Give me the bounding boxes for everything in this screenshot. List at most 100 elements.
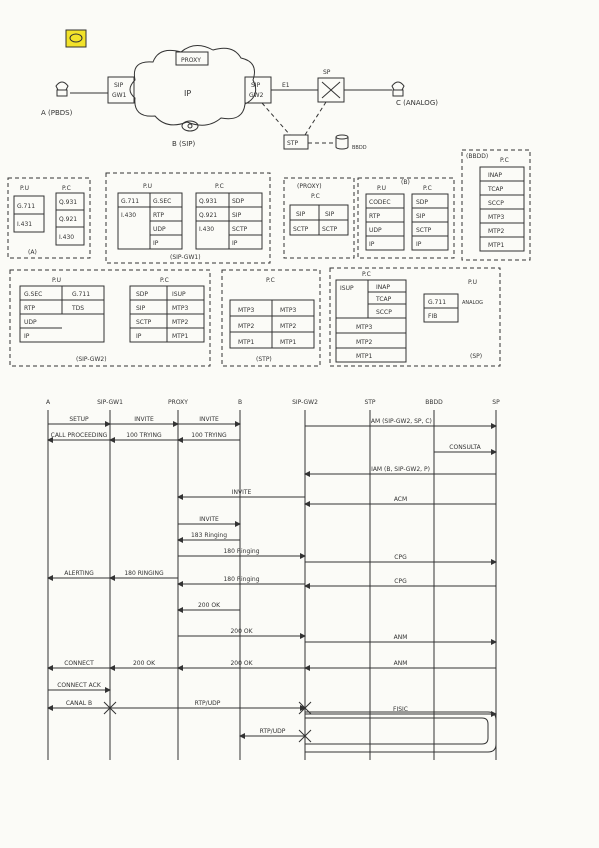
stack-stp-cell: MTP2 bbox=[238, 323, 254, 330]
stack-b-cell: RTP bbox=[369, 213, 380, 220]
stack-a-pc-row: Q.931 bbox=[59, 199, 77, 206]
message-label: ALERTING bbox=[64, 570, 94, 577]
actor-proxy: PROXY bbox=[168, 399, 188, 406]
node-b-label: B (SIP) bbox=[172, 140, 195, 148]
note-icon bbox=[65, 29, 87, 48]
stack-gw1-cell: IP bbox=[153, 240, 159, 247]
database-icon bbox=[335, 134, 349, 150]
stack-gw2-cell: IP bbox=[136, 333, 142, 340]
message-label: CONNECT bbox=[64, 660, 94, 667]
stack-b-pu: P.U bbox=[377, 185, 386, 192]
stack-gw1-cell: I.430 bbox=[121, 212, 136, 219]
message-label: CONNECT ACK bbox=[57, 682, 102, 689]
stack-a: P.U P.C G.711 I.431 Q.931 Q.921 I.430 (A… bbox=[7, 177, 91, 259]
message-label: 200 OK bbox=[230, 628, 253, 635]
stack-sp: P.C P.U ISUP INAP TCAP SCCP MTP3 MTP2 MT… bbox=[329, 267, 501, 367]
message-label: ANM bbox=[394, 634, 408, 641]
stack-gw1-cell: G.SEC bbox=[153, 198, 171, 205]
message-label: FISIC bbox=[393, 706, 408, 713]
topology: A (PBDS) SIP GW1 IP PROXY B (SIP) SIP GW… bbox=[41, 45, 438, 151]
phone-c-icon bbox=[391, 81, 405, 97]
gw2-label-b: GW2 bbox=[249, 92, 264, 99]
stack-gw1-cell: SIP bbox=[232, 212, 242, 219]
stack-bbdd-cell: SCCP bbox=[488, 200, 504, 207]
stack-a-pu-row: G.711 bbox=[17, 203, 35, 210]
stack-gw1-cell: IP bbox=[232, 240, 238, 247]
message-label: RTP/UDP bbox=[195, 700, 221, 707]
stack-sp-cell: TCAP bbox=[375, 296, 392, 303]
message-label: RTP/UDP bbox=[260, 728, 286, 735]
stack-b-cell: UDP bbox=[369, 227, 382, 234]
stack-gw2-cell: TDS bbox=[71, 305, 84, 312]
actor-a: A bbox=[46, 399, 51, 406]
node-a-label: A (PBDS) bbox=[41, 109, 73, 117]
stack-proxy: (PROXY) P.C SIP SCTP SIP SCTP bbox=[283, 177, 355, 259]
message-label: 100 TRYING bbox=[191, 432, 227, 439]
message-label: ACM bbox=[394, 496, 407, 503]
message-label: CPG bbox=[394, 578, 407, 585]
stack-gw2-title: (SIP-GW2) bbox=[76, 356, 107, 363]
stack-gw2-cell: MTP3 bbox=[172, 305, 188, 312]
message-label: INVITE bbox=[232, 489, 252, 496]
message-label: 200 OK bbox=[198, 602, 221, 609]
stack-proxy-cell: SCTP bbox=[322, 226, 338, 233]
message-label: 180 Ringing bbox=[223, 576, 259, 583]
stack-stp-cell: MTP3 bbox=[280, 307, 296, 314]
gw1-label-b: GW1 bbox=[112, 92, 127, 99]
stack-b-title: (B) bbox=[401, 179, 410, 186]
phone-a-icon bbox=[55, 81, 69, 97]
message-label: IAM (B, SIP-GW2, P) bbox=[371, 466, 430, 473]
stack-bbdd-cell: MTP3 bbox=[488, 214, 504, 221]
stack-bbdd-cell: TCAP bbox=[487, 186, 504, 193]
stack-sp-cell: MTP3 bbox=[356, 324, 372, 331]
message-label: CPG bbox=[394, 554, 407, 561]
stack-bbdd-pc: P.C bbox=[500, 157, 509, 164]
stack-a-title: (A) bbox=[28, 249, 37, 256]
message-label: 180 RINGING bbox=[124, 570, 164, 577]
stack-gw2: P.U P.C G.SEC RTP UDP IP G.711 TDS SDP S… bbox=[9, 269, 211, 367]
stack-b-cell: IP bbox=[416, 241, 422, 248]
stack-gw1-cell: SCTP bbox=[232, 226, 248, 233]
stack-proxy-title: (PROXY) bbox=[297, 183, 322, 190]
cross-mark bbox=[298, 701, 312, 715]
stack-sp-pc: P.C bbox=[362, 271, 371, 278]
cross-mark bbox=[103, 701, 117, 715]
stack-bbdd-cell: MTP1 bbox=[488, 242, 504, 249]
stack-gw2-cell: G.711 bbox=[72, 291, 90, 298]
gw1-label-a: SIP bbox=[114, 82, 124, 89]
stack-gw2-cell: SIP bbox=[136, 305, 146, 312]
message-label: CONSULTA bbox=[449, 444, 481, 451]
ip-cloud bbox=[129, 45, 257, 126]
stack-a-pu: P.U bbox=[20, 185, 29, 192]
stack-gw2-cell: IP bbox=[24, 333, 30, 340]
stack-sp-cell: MTP2 bbox=[356, 339, 372, 346]
stack-gw2-cell: UDP bbox=[24, 319, 37, 326]
stack-gw2-cell: SCTP bbox=[136, 319, 152, 326]
actor-bbdd: BBDD bbox=[425, 399, 443, 406]
stack-sp-cell: ISUP bbox=[340, 285, 354, 292]
phone-b-icon bbox=[181, 120, 199, 132]
actor-sip-gw1: SIP-GW1 bbox=[97, 399, 123, 406]
stack-stp-cell: MTP1 bbox=[280, 339, 296, 346]
link-e1-label: E1 bbox=[282, 82, 290, 89]
stack-gw1-pc: P.C bbox=[215, 183, 224, 190]
stack-gw2-cell: SDP bbox=[136, 291, 148, 298]
bbdd-label: BBDD bbox=[352, 145, 367, 151]
stack-stp-cell: MTP3 bbox=[238, 307, 254, 314]
message-label: 200 OK bbox=[133, 660, 156, 667]
stack-stp-pc: P.C bbox=[266, 277, 275, 284]
actor-stp: STP bbox=[364, 399, 375, 406]
stack-proxy-pc: P.C bbox=[311, 193, 320, 200]
stack-gw1-cell: UDP bbox=[153, 226, 166, 233]
stack-gw1-title: (SIP-GW1) bbox=[170, 254, 201, 261]
stack-bbdd-cell: INAP bbox=[488, 172, 502, 179]
stack-sp-cell: G.711 bbox=[428, 299, 446, 306]
message-label: 180 Ringing bbox=[223, 548, 259, 555]
message-label: CALL PROCEEDING bbox=[51, 432, 108, 439]
message-label: INVITE bbox=[134, 416, 154, 423]
stack-proxy-cell: SIP bbox=[325, 211, 335, 218]
stack-b-cell: SDP bbox=[416, 199, 428, 206]
stack-sp-cell: INAP bbox=[376, 284, 390, 291]
stp-label: STP bbox=[287, 140, 298, 147]
